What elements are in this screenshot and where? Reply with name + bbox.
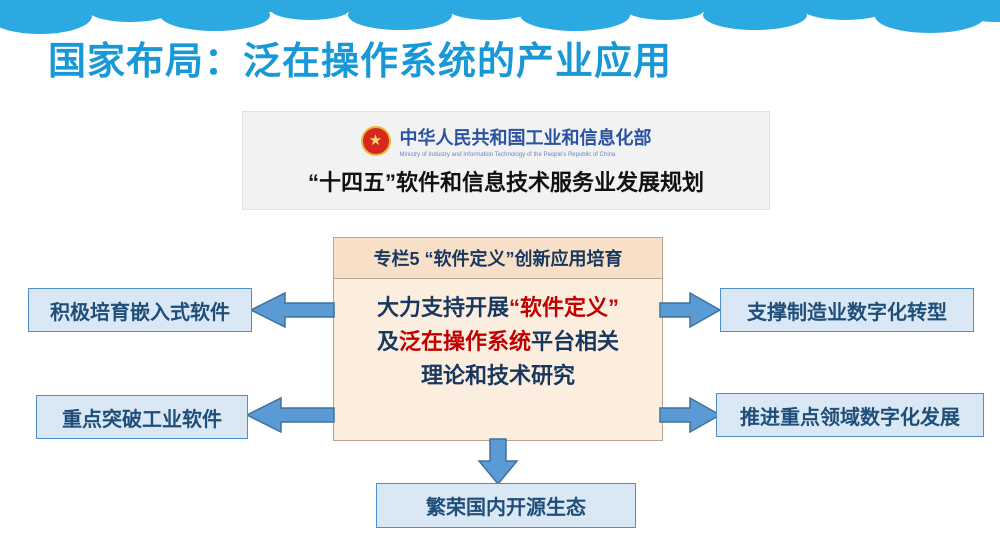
page-title: 国家布局：泛在操作系统的产业应用 [48,41,673,83]
highlighted-text: 泛在操作系统 [398,329,531,355]
arrow-right-icon [659,291,722,329]
policy-line-1: 大力支持开展“软件定义” [376,295,620,320]
ministry-header: ★ 中华人民共和国工业和信息化部 Ministry of Industry an… [360,124,652,158]
arrow-left-icon [249,291,335,329]
plan-title: “十四五”软件和信息技术服务业发展规划 [307,170,704,196]
arrow-left-icon [245,396,335,434]
policy-line-3: 理论和技术研究 [420,363,575,389]
ministry-panel: ★ 中华人民共和国工业和信息化部 Ministry of Industry an… [242,111,770,210]
ministry-name-english: Ministry of Industry and Information Tec… [399,151,616,158]
outcome-box-industrial-software: 重点突破工业软件 [36,395,248,439]
outcome-box-embedded-software: 积极培育嵌入式软件 [28,288,252,332]
policy-callout-box: 专栏5 “软件定义”创新应用培育 大力支持开展“软件定义” 及泛在操作系统平台相… [333,237,663,441]
clouds-decoration-icon [0,0,1000,34]
policy-line-2: 及泛在操作系统平台相关 [376,329,620,355]
outcome-box-manufacturing-transformation: 支撑制造业数字化转型 [720,288,974,332]
outcome-box-key-areas-digitalization: 推进重点领域数字化发展 [716,393,984,437]
highlighted-text: “软件定义” [509,295,620,320]
arrow-right-icon [659,396,722,434]
policy-box-header: 专栏5 “软件定义”创新应用培育 [334,238,662,279]
outcome-box-open-source-ecosystem: 繁荣国内开源生态 [376,483,636,528]
policy-box-body: 大力支持开展“软件定义” 及泛在操作系统平台相关 理论和技术研究 [334,279,662,393]
arrow-down-icon [477,438,519,486]
national-emblem-icon: ★ [360,125,391,156]
ministry-name: 中华人民共和国工业和信息化部 [399,127,652,148]
